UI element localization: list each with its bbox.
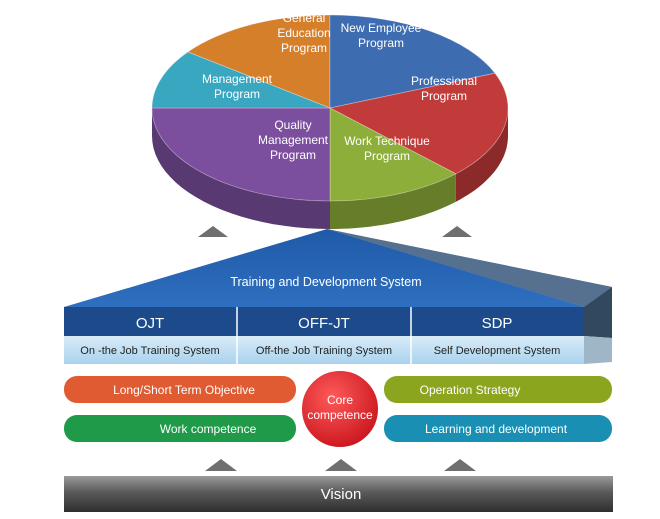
pill-work-competence xyxy=(64,415,296,442)
pill-label-work-competence: Work competence xyxy=(160,422,257,436)
pie-label-line: Management xyxy=(202,72,273,86)
up-arrow-vision-right xyxy=(444,459,476,471)
pie-slice-work-technique xyxy=(329,107,457,202)
pie-slice-new-employee xyxy=(329,14,496,109)
pie-tops xyxy=(151,14,509,202)
roof-front xyxy=(64,229,584,307)
pie-label-line: Education xyxy=(277,26,330,40)
pill-label-operation-strategy: Operation Strategy xyxy=(420,383,521,397)
system-title: Training and Development System xyxy=(230,275,421,289)
competence-section: Long/Short Term Objective Work competenc… xyxy=(64,369,612,449)
system-header-row xyxy=(64,307,584,336)
pie-label-line: General xyxy=(283,11,326,25)
pie-slice-general-education xyxy=(186,14,331,109)
roof-side-face xyxy=(327,229,612,307)
pie-label-line: Program xyxy=(364,149,410,163)
column-name-ojt: On -the Job Training System xyxy=(80,345,219,357)
column-name-sdp: Self Development System xyxy=(434,345,561,357)
pill-operation-strategy xyxy=(384,376,612,403)
up-arrow-vision-left xyxy=(205,459,237,471)
pie-label-line: Work Technique xyxy=(344,134,430,148)
pie-label-line: Program xyxy=(421,89,467,103)
pie-label-line: Program xyxy=(358,36,404,50)
vision-label: Vision xyxy=(321,486,362,503)
pie-label-line: New Employee xyxy=(341,21,422,35)
core-competence-line-2: competence xyxy=(307,408,373,422)
pie-slice-professional xyxy=(328,72,509,175)
pie-slice-management xyxy=(151,51,331,109)
column-code-offjt: OFF-JT xyxy=(298,315,350,332)
vision-bar xyxy=(64,476,613,512)
pie-sides xyxy=(152,108,508,229)
pie-label-line: Professional xyxy=(411,74,477,88)
pie-label-line: Quality xyxy=(274,118,311,132)
pie-label-line: Management xyxy=(258,133,329,147)
block-side-top xyxy=(584,287,612,338)
pie-slice-quality-management xyxy=(151,107,331,202)
training-system-block: Training and Development System OJT OFF-… xyxy=(64,229,612,364)
up-arrow-right-pie xyxy=(442,226,472,237)
up-arrow-left-pie xyxy=(198,226,228,237)
pill-learning-and-development xyxy=(384,415,612,442)
system-detail-row xyxy=(64,336,584,364)
pie-side-quality-management xyxy=(152,108,330,229)
column-name-offjt: Off-the Job Training System xyxy=(256,345,392,357)
pill-label-long-short-term-objective: Long/Short Term Objective xyxy=(113,383,255,397)
block-side-bottom xyxy=(584,336,612,364)
pie-label-line: Program xyxy=(281,41,327,55)
pie-side-professional xyxy=(455,108,508,202)
pie-label-line: Program xyxy=(214,87,260,101)
up-arrow-vision-center xyxy=(325,459,357,471)
pie-side-work-technique xyxy=(330,173,456,229)
core-competence-line-1: Core xyxy=(327,393,353,407)
pill-label-learning-and-development: Learning and development xyxy=(425,422,568,436)
column-code-sdp: SDP xyxy=(482,315,513,332)
core-competence-circle xyxy=(300,369,380,449)
column-code-ojt: OJT xyxy=(136,315,164,332)
pie-label-line: Program xyxy=(270,148,316,162)
pill-long-short-term-objective xyxy=(64,376,296,403)
